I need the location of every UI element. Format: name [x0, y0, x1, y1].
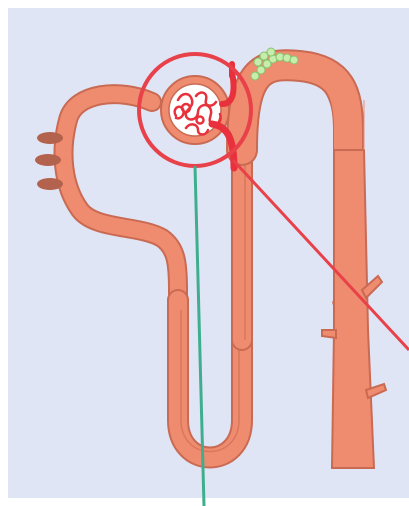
bowman-capsule	[161, 76, 229, 144]
blob	[37, 178, 63, 190]
blob	[35, 154, 61, 166]
blob	[37, 132, 63, 144]
peritubular-blobs	[35, 132, 63, 190]
thick-ascending-limb	[242, 150, 245, 340]
